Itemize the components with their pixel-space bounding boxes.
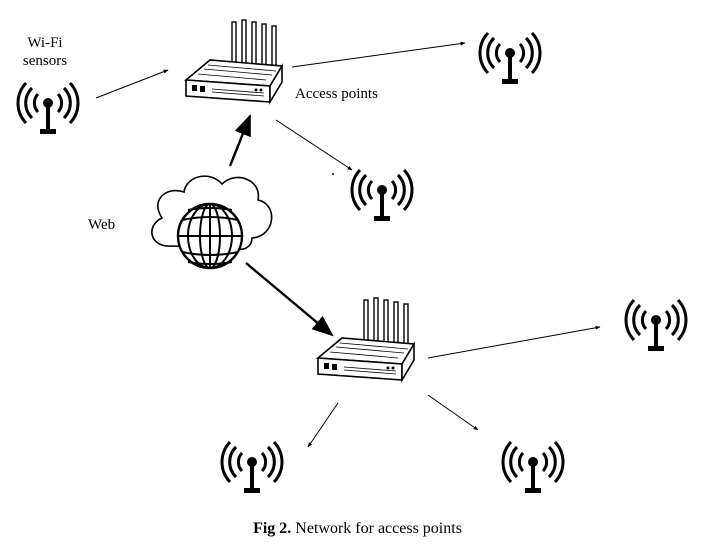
wifi-sensors-label-line1: Wi-Fi xyxy=(27,35,63,51)
caption-prefix: Fig 2. xyxy=(253,520,292,537)
wifi-sensor-icon xyxy=(478,31,542,86)
wifi-sensor-icon xyxy=(501,440,565,495)
wifi-sensor-icon xyxy=(16,81,80,136)
arrow xyxy=(275,119,353,171)
cloud-globe-icon xyxy=(151,175,273,270)
arrow xyxy=(307,402,339,448)
wifi-sensor-icon xyxy=(350,168,414,223)
web-label: Web xyxy=(88,217,116,233)
router-icon xyxy=(317,297,415,381)
arrow xyxy=(291,41,466,68)
wifi-sensor-icon xyxy=(220,440,284,495)
arrow xyxy=(228,113,252,167)
arrow xyxy=(95,69,169,99)
arrow xyxy=(245,262,334,337)
figure-caption: Fig 2. Network for access points xyxy=(0,520,715,538)
access-points-label: Access points xyxy=(295,86,378,102)
router-icon xyxy=(185,19,283,103)
arrow xyxy=(427,325,601,359)
wifi-sensors-label: Wi-Fi sensors xyxy=(14,34,76,70)
arrow xyxy=(427,394,479,431)
caption-text: Network for access points xyxy=(291,520,462,537)
wifi-sensor-icon xyxy=(624,298,688,353)
wifi-sensors-label-line2: sensors xyxy=(22,53,68,69)
